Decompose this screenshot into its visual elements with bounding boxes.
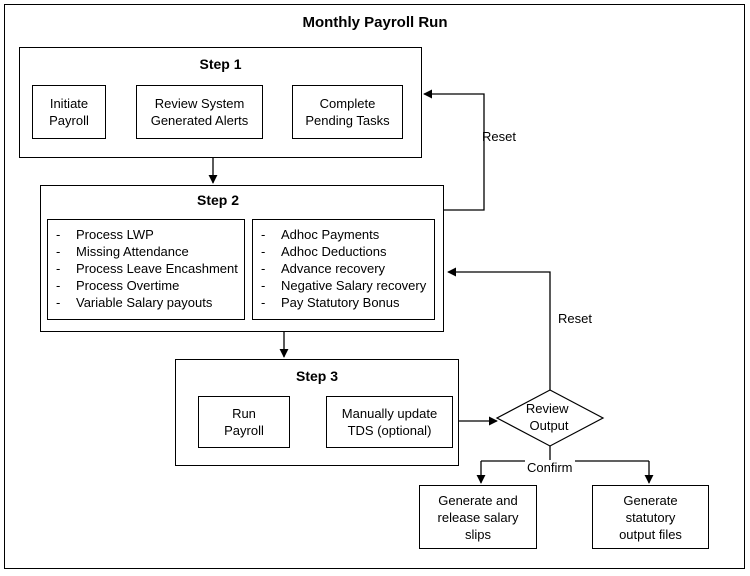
diagram-title: Monthly Payroll Run [302,14,448,31]
step2-left-list: Process LWPMissing AttendanceProcess Lea… [48,220,244,311]
step2-right-item: Advance recovery [261,260,434,277]
step2-right-item: Adhoc Deductions [261,243,434,260]
step2-right-item: Adhoc Payments [261,226,434,243]
arrow-reset-to-step2 [447,267,551,390]
step1-title: Step 1 [199,56,242,72]
step3-title: Step 3 [295,368,338,384]
reset-label-bottom: Reset [558,311,592,326]
step2-left-item: Process Overtime [56,277,244,294]
run-payroll-box: Run Payroll [198,396,290,448]
step2-left-list-box: Process LWPMissing AttendanceProcess Lea… [47,219,245,320]
step2-left-item: Process LWP [56,226,244,243]
review-alerts-box: Review System Generated Alerts [136,85,263,139]
step2-right-item: Negative Salary recovery [261,277,434,294]
step2-title: Step 2 [196,192,239,208]
initiate-payroll-box: Initiate Payroll [32,85,106,139]
confirm-label: Confirm [525,460,575,475]
decision-label: Review Output [526,401,572,433]
generate-statutory-box: Generate statutory output files [592,485,709,549]
review-output-decision [495,389,605,447]
step2-right-list: Adhoc PaymentsAdhoc DeductionsAdvance re… [253,220,434,311]
generate-slips-box: Generate and release salary slips [419,485,537,549]
step2-right-item: Pay Statutory Bonus [261,294,434,311]
step2-left-item: Missing Attendance [56,243,244,260]
reset-label-top: Reset [482,129,516,144]
step2-right-list-box: Adhoc PaymentsAdhoc DeductionsAdvance re… [252,219,435,320]
complete-tasks-box: Complete Pending Tasks [292,85,403,139]
update-tds-box: Manually update TDS (optional) [326,396,453,448]
step2-left-item: Process Leave Encashment [56,260,244,277]
step2-left-item: Variable Salary payouts [56,294,244,311]
arrow-reset-to-step1 [423,89,485,211]
